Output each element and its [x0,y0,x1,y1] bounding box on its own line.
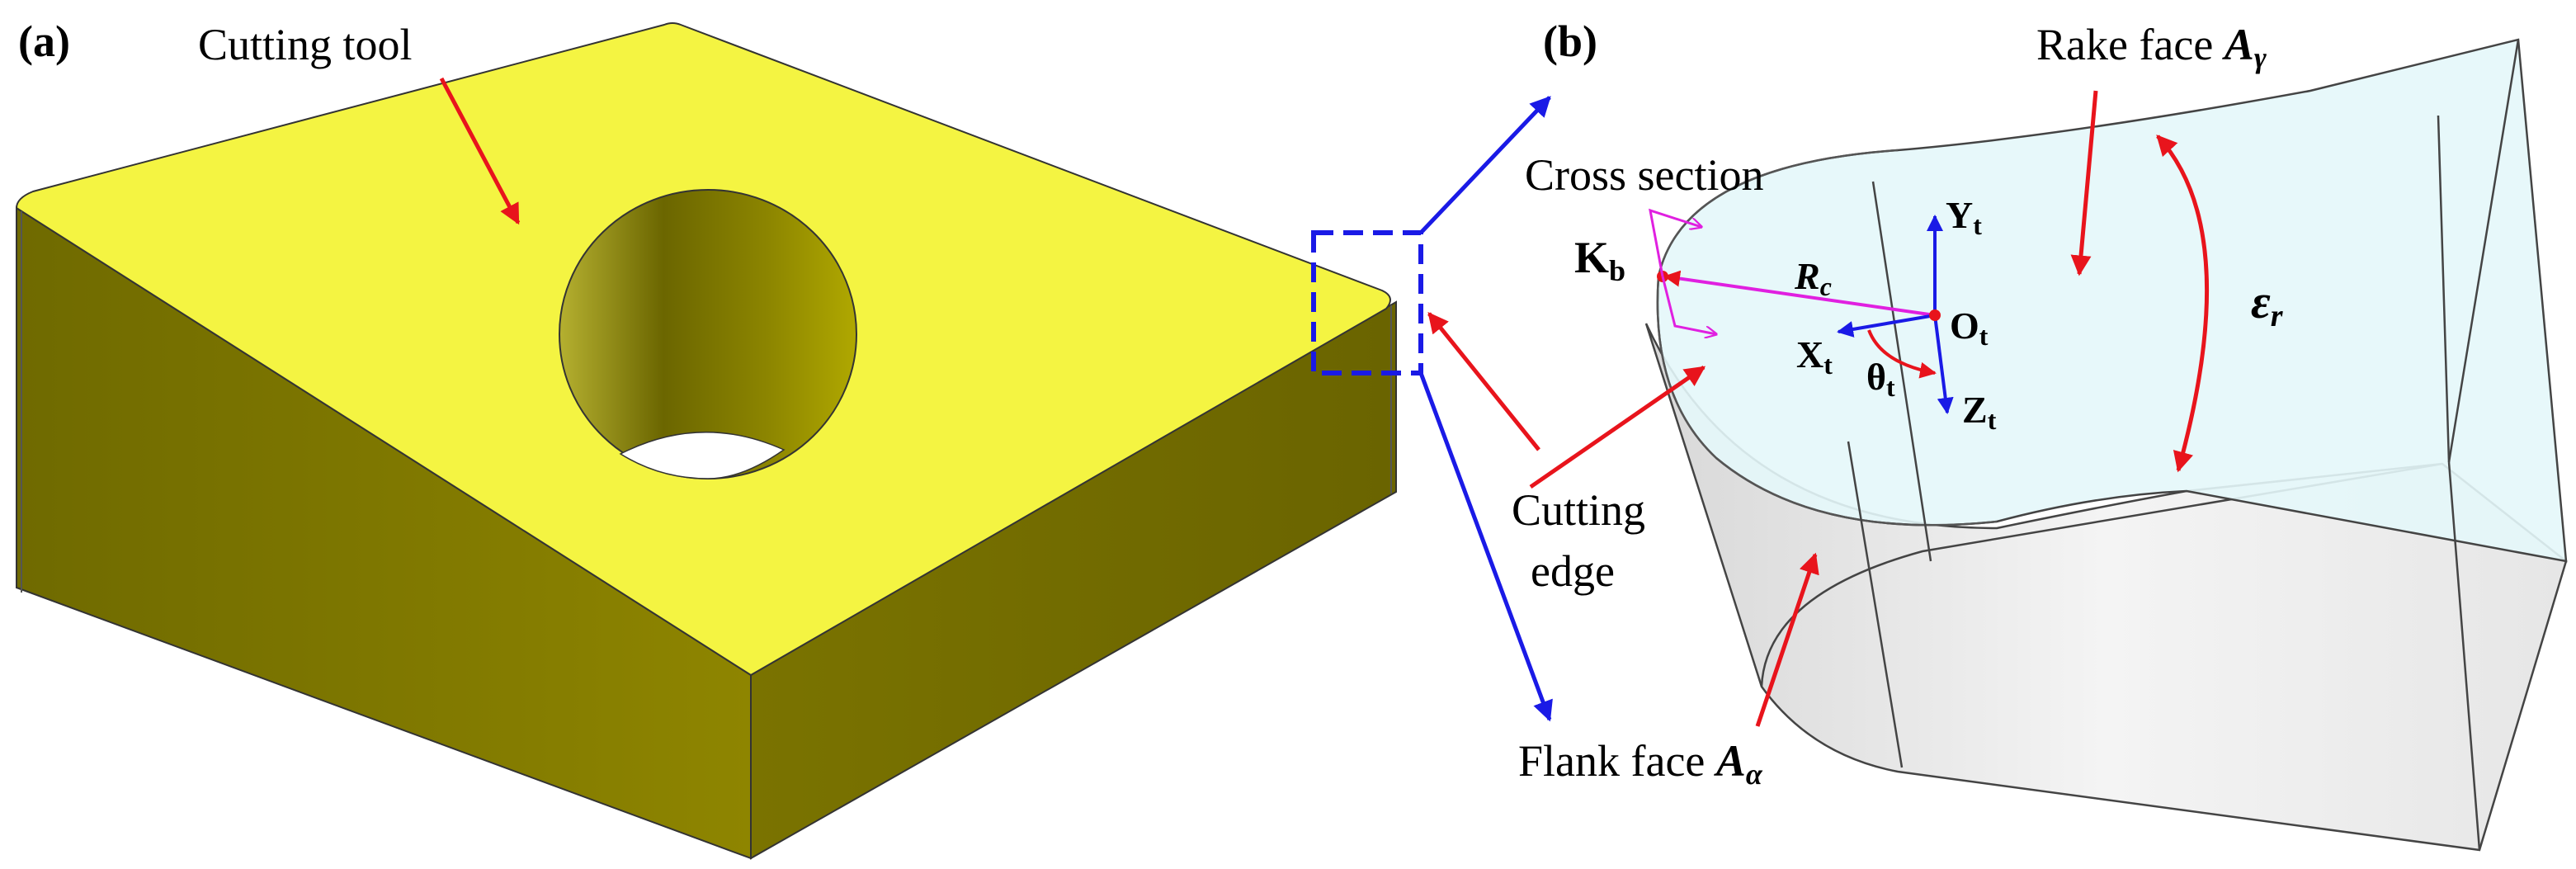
cross-section-label: Cross section [1525,150,1764,200]
panel-a-label: (a) [18,17,70,66]
rake-face-label: Rake face Aγ [2036,20,2267,74]
xt-label: Xt [1796,333,1833,380]
panel-a: (a) Cutting tool [15,17,1553,860]
cutting-edge-label-line2: edge [1531,546,1615,596]
zoom-arrow-up [1419,96,1551,234]
ot-origin-dot [1929,309,1941,321]
hidden-edge [2437,115,2451,463]
ot-label: Ot [1950,305,1989,351]
cutting-edge-label-line1: Cutting [1512,485,1645,535]
cross-section-marker-upper [1649,208,1701,277]
hidden-edge [2447,39,2520,463]
epsilon-label: εr [2251,275,2284,333]
hidden-edge [2447,461,2481,851]
zt-label: Zt [1962,389,1997,435]
theta-arc [1867,329,1937,379]
rc-label: Rc [1794,255,1832,301]
cross-section-marker-lower [1661,276,1716,334]
zt-axis [1933,314,1954,414]
zoom-arrow-down [1418,372,1553,722]
hidden-edge [1871,181,1932,562]
cutting-edge-arrow-2 [1427,312,1540,451]
zoom-box [1311,230,1423,375]
rake-face-arrow [2070,90,2098,276]
flank-face-label: Flank face Aα [1518,736,1763,791]
flank-lower-edge [1760,462,2443,687]
epsilon-arc [2156,135,2210,473]
yt-label: Yt [1946,194,1982,240]
cutting-edge-arrow-1 [1529,365,1706,489]
xt-axis [1837,314,1936,338]
cutting-tool-arrow [439,77,521,225]
flank-face-arrow [1755,552,1819,727]
hidden-edge [1847,441,1904,768]
kb-label: Kb [1574,233,1625,287]
cutting-tool-label: Cutting tool [198,20,413,69]
hole-through-opening [619,431,786,479]
theta-label: θt [1866,356,1895,402]
rake-face [1656,38,2568,563]
panel-b-label: (b) [1543,17,1597,66]
cutting-edge-curve [1656,149,1998,527]
panel-b: (b) Rake face Aγ Cross section Kb Rc Yt … [1427,17,2568,852]
rc-radius-arrow [1663,270,1936,317]
